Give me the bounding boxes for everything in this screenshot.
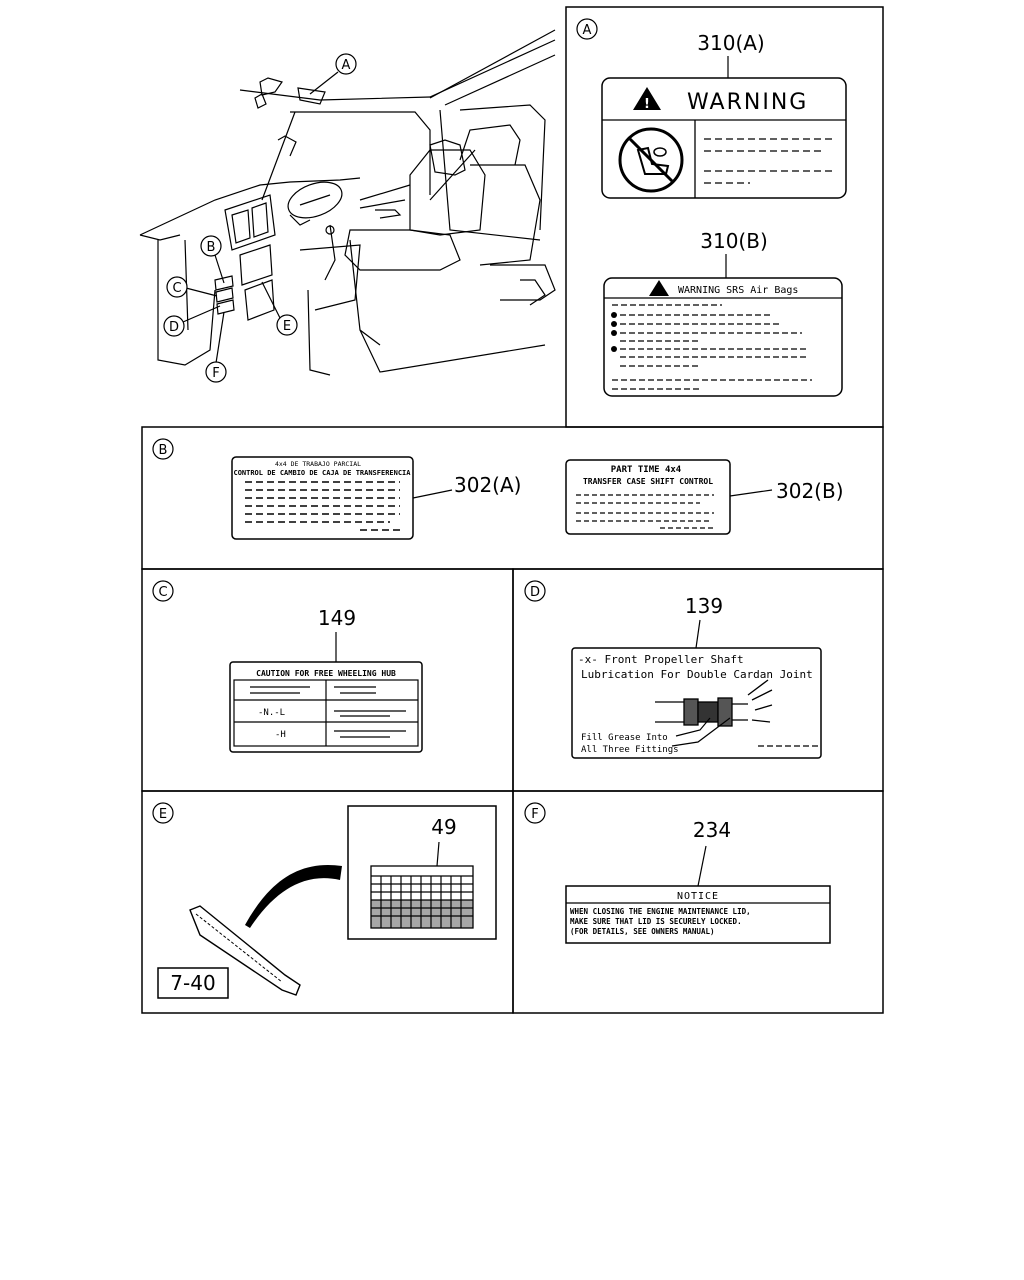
panel-b: B 4x4 DE TRABAJO PARCIAL CONTROL DE CAMB… bbox=[152, 438, 844, 540]
callout-b-circle bbox=[200, 235, 222, 257]
part-number-139: 139 bbox=[685, 594, 723, 618]
label-139 bbox=[571, 647, 822, 759]
label-149-row2: -H bbox=[275, 730, 286, 740]
panel-f-callout-label: F bbox=[531, 807, 538, 822]
callout-c-circle bbox=[166, 276, 188, 298]
label-310b bbox=[603, 277, 843, 397]
part-number-302b: 302(B) bbox=[776, 479, 844, 503]
panel-b-callout-label: B bbox=[159, 443, 168, 458]
panel-d: D 139 -x- Front Propeller Shaft Lubricat… bbox=[524, 580, 822, 759]
label-310b-warning-text: WARNING SRS Air Bags bbox=[678, 285, 798, 296]
callout-a-circle bbox=[335, 53, 357, 75]
panel-f-callout-circle bbox=[524, 802, 546, 824]
label-234-title: NOTICE bbox=[677, 891, 719, 902]
label-234-line2: MAKE SURE THAT LID IS SECURELY LOCKED. bbox=[570, 917, 742, 926]
warning-triangle-icon bbox=[633, 87, 661, 110]
label-234-line3: (FOR DETAILS, SEE OWNERS MANUAL) bbox=[570, 927, 715, 936]
label-234 bbox=[565, 885, 831, 944]
label-310a-warning-text: WARNING bbox=[687, 90, 808, 115]
panel-a-frame bbox=[565, 6, 884, 428]
callout-leaders bbox=[182, 71, 339, 364]
warning-triangle-small-icon bbox=[649, 280, 669, 296]
label-302b-line1: PART TIME 4x4 bbox=[611, 465, 682, 475]
panel-f-frame bbox=[512, 790, 884, 1014]
part-number-302a: 302(A) bbox=[454, 473, 521, 497]
label-139-line4: All Three Fittings bbox=[581, 745, 679, 755]
part-number-149: 149 bbox=[318, 606, 356, 630]
callout-f-circle bbox=[205, 361, 227, 383]
label-139-line1: -x- Front Propeller Shaft bbox=[578, 653, 744, 666]
propeller-shaft-illustration bbox=[655, 679, 773, 727]
part-number-234: 234 bbox=[693, 818, 731, 842]
label-139-line2: Lubrication For Double Cardan Joint bbox=[581, 668, 813, 681]
detail-swoosh bbox=[245, 864, 342, 928]
callout-f-label: F bbox=[212, 366, 219, 381]
panel-c: C 149 CAUTION FOR FREE WHEELING HUB -N.-… bbox=[152, 580, 423, 753]
panel-c-callout-circle bbox=[152, 580, 174, 602]
panel-b-frame bbox=[141, 426, 884, 570]
trim-panel-part bbox=[189, 905, 301, 996]
svg-text:!: ! bbox=[644, 97, 650, 112]
label-302b-line2: TRANSFER CASE SHIFT CONTROL bbox=[583, 477, 713, 486]
callout-c-label: C bbox=[172, 281, 181, 296]
part-number-310b: 310(B) bbox=[700, 229, 768, 253]
label-149 bbox=[229, 661, 423, 753]
label-310a bbox=[601, 77, 847, 199]
panel-e: E 49 7-40 bbox=[152, 802, 497, 999]
reference-box bbox=[157, 967, 229, 999]
callout-a-label: A bbox=[342, 58, 351, 73]
panel-a-callout-circle bbox=[576, 18, 598, 40]
panel-f: F 234 NOTICE WHEN CLOSING THE ENGINE MAI… bbox=[524, 802, 831, 944]
label-234-line1: WHEN CLOSING THE ENGINE MAINTENANCE LID, bbox=[570, 907, 751, 916]
label-149-row1: -N.-L bbox=[258, 708, 285, 718]
panel-e-inset-frame bbox=[347, 805, 497, 940]
label-49 bbox=[370, 865, 474, 929]
callout-d-label: D bbox=[169, 320, 179, 335]
panel-b-callout-circle bbox=[152, 438, 174, 460]
label-302b bbox=[565, 459, 731, 535]
panel-a: A 310(A) ! WARNING 310(B) WARNING SRS Ai… bbox=[576, 18, 847, 397]
part-number-49: 49 bbox=[431, 815, 456, 839]
panel-d-callout-circle bbox=[524, 580, 546, 602]
panel-e-callout-label: E bbox=[159, 807, 167, 822]
reference-7-40: 7-40 bbox=[170, 971, 215, 995]
panel-c-callout-label: C bbox=[158, 585, 167, 600]
panel-e-callout-circle bbox=[152, 802, 174, 824]
panel-d-callout-label: D bbox=[530, 585, 540, 600]
callout-b-label: B bbox=[207, 240, 216, 255]
panel-a-callout-label: A bbox=[583, 23, 592, 38]
cab-interior-illustration bbox=[139, 29, 556, 376]
callout-e-circle bbox=[276, 314, 298, 336]
label-139-line3: Fill Grease Into bbox=[581, 733, 668, 743]
part-number-310a: 310(A) bbox=[697, 31, 764, 55]
callout-d-circle bbox=[163, 315, 185, 337]
callout-e-label: E bbox=[283, 319, 291, 334]
label-302a-line2: CONTROL DE CAMBIO DE CAJA DE TRANSFERENC… bbox=[233, 469, 411, 477]
label-302a-line1: 4x4 DE TRABAJO PARCIAL bbox=[275, 460, 361, 468]
label-149-title: CAUTION FOR FREE WHEELING HUB bbox=[256, 669, 396, 678]
